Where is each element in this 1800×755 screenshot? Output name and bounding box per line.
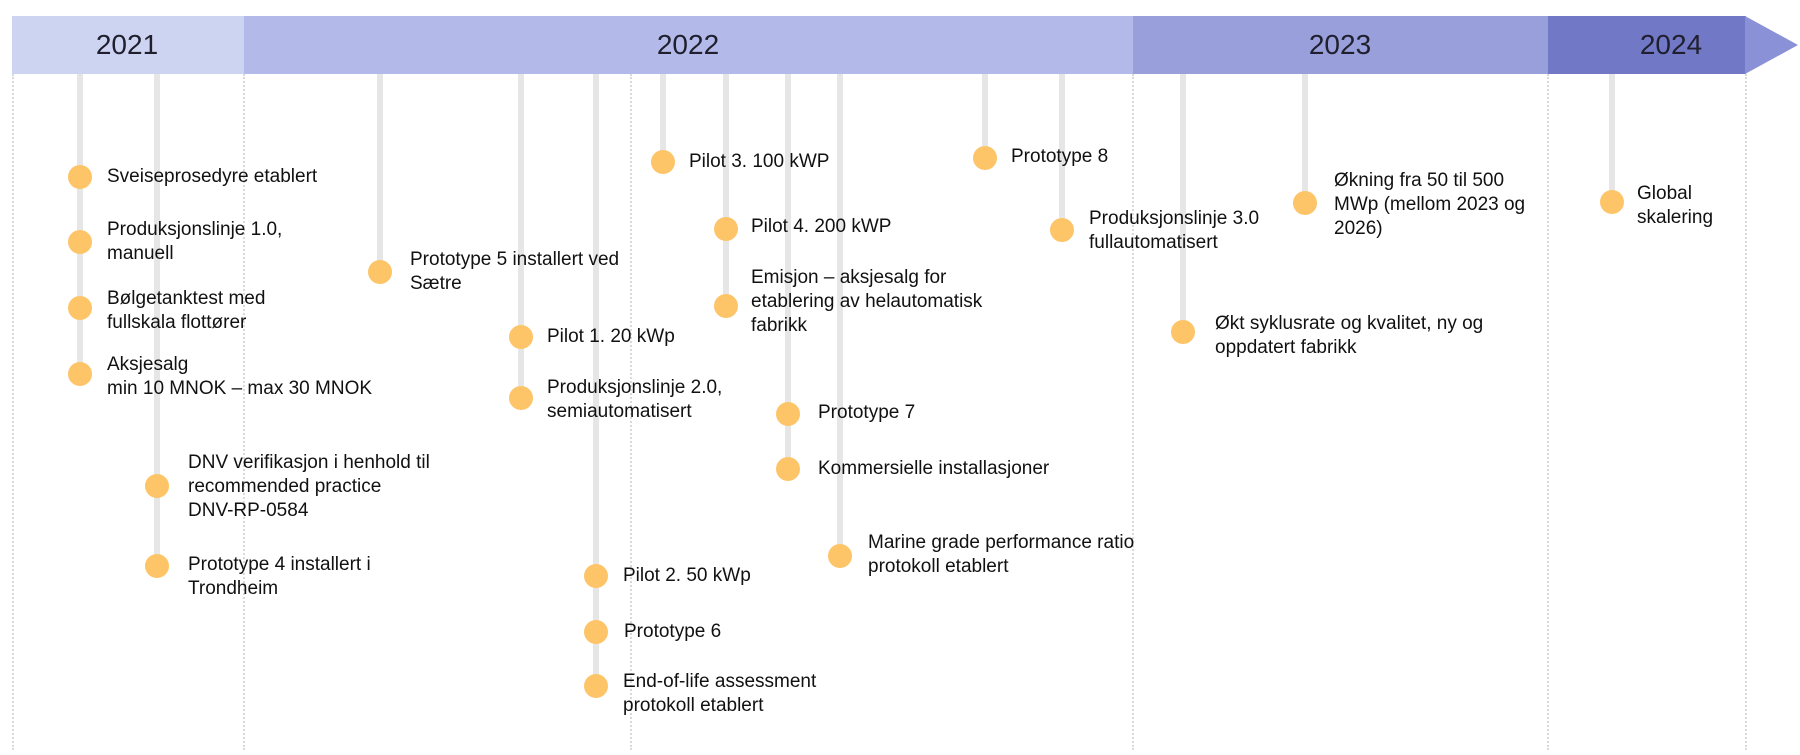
milestone-label-sveiseprosedyre: Sveiseprosedyre etablert [107,166,318,187]
milestone-dot [509,386,533,410]
year-label-2024: 2024 [1639,29,1703,60]
timeline-stem [1059,74,1065,230]
milestone-label-produksjonslinje-2: Produksjonslinje 2.0, semiautomatisert [547,377,723,422]
timeline-arrow-icon [1745,16,1798,74]
divider-line [1547,74,1549,750]
milestone-label-pilot-3: Pilot 3. 100 kWP [689,151,830,172]
year-label-2021: 2021 [95,29,159,60]
milestone-dot [68,165,92,189]
divider-line [1745,74,1747,750]
milestone-dot [584,564,608,588]
milestone-dot [68,230,92,254]
timeline-stem [154,74,160,566]
milestone-label-okt-syklusrate: Økt syklusrate og kvalitet, ny og oppdat… [1215,313,1484,358]
milestone-label-aksjesalg: Aksjesalg min 10 MNOK – max 30 MNOK [107,354,373,399]
milestone-label-produksjonslinje-3: Produksjonslinje 3.0 fullautomatisert [1089,208,1260,253]
milestone-dot [828,544,852,568]
timeline-stem [518,74,524,398]
milestone-dot [1293,191,1317,215]
milestone-label-global: Global skalering [1637,183,1714,228]
divider-line [12,74,14,750]
milestone-label-pilot-1: Pilot 1. 20 kWp [547,326,675,347]
milestone-dot [651,150,675,174]
milestone-label-prototype-7: Prototype 7 [818,402,916,423]
timeline-stem [785,74,791,468]
year-band-2022 [244,16,1133,74]
milestone-label-kommersielle: Kommersielle installasjoner [818,458,1050,479]
milestone-label-bolgetanktest: Bølgetanktest med fullskala flottører [107,288,266,333]
timeline-stem [1180,74,1186,332]
milestone-label-produksjonslinje-1: Produksjonslinje 1.0, manuell [107,219,283,264]
milestone-dot [1600,190,1624,214]
divider-line [1132,74,1134,750]
milestone-label-prototype-6: Prototype 6 [624,621,722,642]
milestone-dot [368,260,392,284]
milestone-dot [714,294,738,318]
milestone-dot [1050,218,1074,242]
timeline-stem [723,74,729,306]
milestone-label-prototype-5: Prototype 5 installert ved Sætre [410,249,620,294]
milestone-label-pilot-2: Pilot 2. 50 kWp [623,565,751,586]
timeline-stem [1302,74,1308,204]
year-label-2023: 2023 [1308,29,1372,60]
milestone-label-okning: Økning fra 50 til 500 MWp (mellom 2023 o… [1334,170,1526,239]
milestone-dot [145,554,169,578]
milestone-dot [1171,320,1195,344]
milestone-dot [973,146,997,170]
milestone-label-dnv-verifikasjon: DNV verifikasjon i henhold til recommend… [188,452,430,521]
milestone-dot [584,620,608,644]
milestone-dot [145,474,169,498]
milestone-dot [776,457,800,481]
year-band-2023 [1133,16,1548,74]
milestone-label-prototype-8: Prototype 8 [1011,146,1109,167]
divider-line [630,74,632,750]
milestone-label-marine-grade: Marine grade performance ratio protokoll… [868,532,1135,577]
timeline-stem [1609,74,1615,202]
milestone-label-emisjon: Emisjon – aksjesalg for etablering av he… [751,267,983,336]
timeline-stem [660,74,666,162]
timeline-stem [377,74,383,272]
timeline-stem [982,74,988,158]
timeline-stem [837,74,843,556]
milestone-label-end-of-life: End-of-life assessment protokoll etabler… [623,671,817,716]
milestone-dot [714,217,738,241]
timeline-stem [593,74,599,686]
milestone-dot [68,362,92,386]
milestone-label-prototype-4: Prototype 4 installert i Trondheim [188,554,371,599]
divider-line [243,74,245,750]
timeline-stem [77,74,83,374]
year-band-2021 [12,16,244,74]
year-label-2022: 2022 [656,29,720,60]
milestone-dot [776,402,800,426]
milestone-label-pilot-4: Pilot 4. 200 kWP [751,216,892,237]
milestone-dot [584,674,608,698]
milestone-dot [509,325,533,349]
year-band-2024 [1548,16,1746,74]
milestone-dot [68,296,92,320]
